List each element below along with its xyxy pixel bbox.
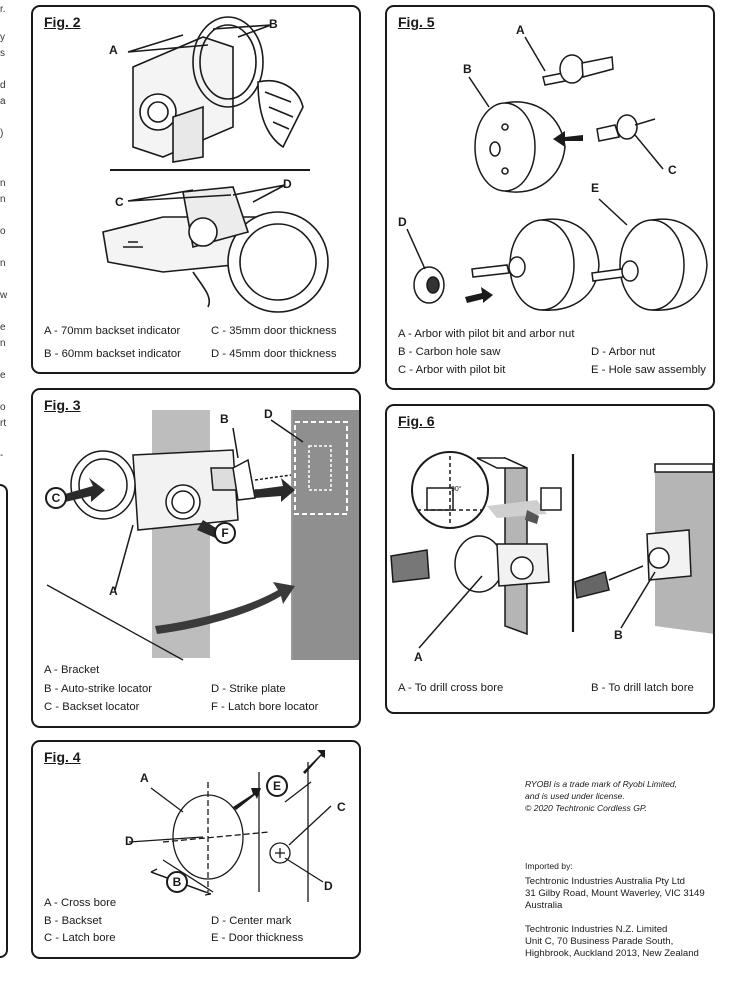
fig5-label-e: E <box>591 181 600 195</box>
fig6-caption: B - To drill latch bore <box>591 682 694 694</box>
fig4-caption: B - Backset <box>44 915 102 927</box>
fig5-label-a: A <box>516 23 525 37</box>
fig5-panel: Fig. 5 <box>385 5 715 390</box>
fig3-illustration <box>46 410 359 661</box>
fig2-caption: A - 70mm backset indicator <box>44 325 181 337</box>
fig4-label-d1: D <box>125 834 134 848</box>
fig4-panel: Fig. 4 A E C D D B A - Cross bore B - Ba… <box>31 740 361 959</box>
fig2-caption: C - 35mm door thickness <box>211 325 337 337</box>
fig4-label-d2: D <box>324 879 333 893</box>
fig5-caption: C - Arbor with pilot bit <box>398 364 506 376</box>
fig2-title: Fig. 2 <box>44 14 81 30</box>
fig2-illustration <box>102 16 329 313</box>
fig2-caption: B - 60mm backset indicator <box>44 348 181 360</box>
fig3-panel: Fig. 3 <box>31 388 361 728</box>
importer-au-address: 31 Gilby Road, Mount Waverley, VIC 3149 <box>525 888 705 899</box>
fig2-panel: Fig. 2 A B C D A - 7 <box>31 5 361 374</box>
fig6-caption: A - To drill cross bore <box>398 682 504 694</box>
fig2-label-b: B <box>269 17 278 31</box>
trademark-notice: RYOBI is a trade mark of Ryobi Limited, … <box>525 779 678 813</box>
importer-nz-address: Unit C, 70 Business Parade South, <box>525 936 674 947</box>
fig3-title: Fig. 3 <box>44 397 81 413</box>
fig5-caption: B - Carbon hole saw <box>398 346 501 358</box>
fig3-caption: A - Bracket <box>44 664 100 676</box>
fig3-caption: B - Auto-strike locator <box>44 683 152 695</box>
fig3-caption: D - Strike plate <box>211 683 286 695</box>
fig5-label-c: C <box>668 163 677 177</box>
fig2-label-a: A <box>109 43 118 57</box>
fig6-angle: 90° <box>451 486 462 493</box>
fig4-label-c: C <box>337 800 346 814</box>
fig4-label-a: A <box>140 771 149 785</box>
fig6-illustration <box>390 451 713 649</box>
fig4-label-b: B <box>166 871 188 893</box>
fig5-caption: D - Arbor nut <box>591 346 656 358</box>
importer-au-country: Australia <box>525 900 563 911</box>
fig3-label-c: C <box>45 487 67 509</box>
fig4-illustration <box>128 750 332 902</box>
fig5-illustration <box>406 36 708 311</box>
fig3-caption: C - Backset locator <box>44 701 140 713</box>
fig3-label-b: B <box>220 412 229 426</box>
importer-heading: Imported by: <box>525 861 573 871</box>
fig6-panel: Fig. 6 <box>385 404 715 714</box>
fig4-caption: E - Door thickness <box>211 932 304 944</box>
fig4-title: Fig. 4 <box>44 749 81 765</box>
fig5-title: Fig. 5 <box>398 14 435 30</box>
importer-nz-city: Highbrook, Auckland 2013, New Zealand <box>525 948 699 959</box>
fig4-label-e: E <box>266 775 288 797</box>
fig2-caption: D - 45mm door thickness <box>211 348 337 360</box>
fig4-caption: D - Center mark <box>211 915 292 927</box>
fig5-label-d: D <box>398 215 407 229</box>
fig3-label-f: F <box>214 522 236 544</box>
left-panel-edge <box>0 484 8 958</box>
importer-nz-name: Techtronic Industries N.Z. Limited <box>525 924 668 935</box>
fig2-label-c: C <box>115 195 124 209</box>
fig5-label-b: B <box>463 62 472 76</box>
fig3-label-d: D <box>264 407 273 421</box>
fig4-caption: A - Cross bore <box>44 897 117 909</box>
fig4-caption: C - Latch bore <box>44 932 116 944</box>
fig5-caption: A - Arbor with pilot bit and arbor nut <box>398 328 575 340</box>
importer-au-name: Techtronic Industries Australia Pty Ltd <box>525 876 685 887</box>
fig3-caption: F - Latch bore locator <box>211 701 319 713</box>
fig6-label-b: B <box>614 628 623 642</box>
fig5-caption: E - Hole saw assembly <box>591 364 706 376</box>
fig6-title: Fig. 6 <box>398 413 435 429</box>
fig2-label-d: D <box>283 177 292 191</box>
fig6-label-a: A <box>414 650 423 664</box>
fig3-label-a: A <box>109 584 118 598</box>
